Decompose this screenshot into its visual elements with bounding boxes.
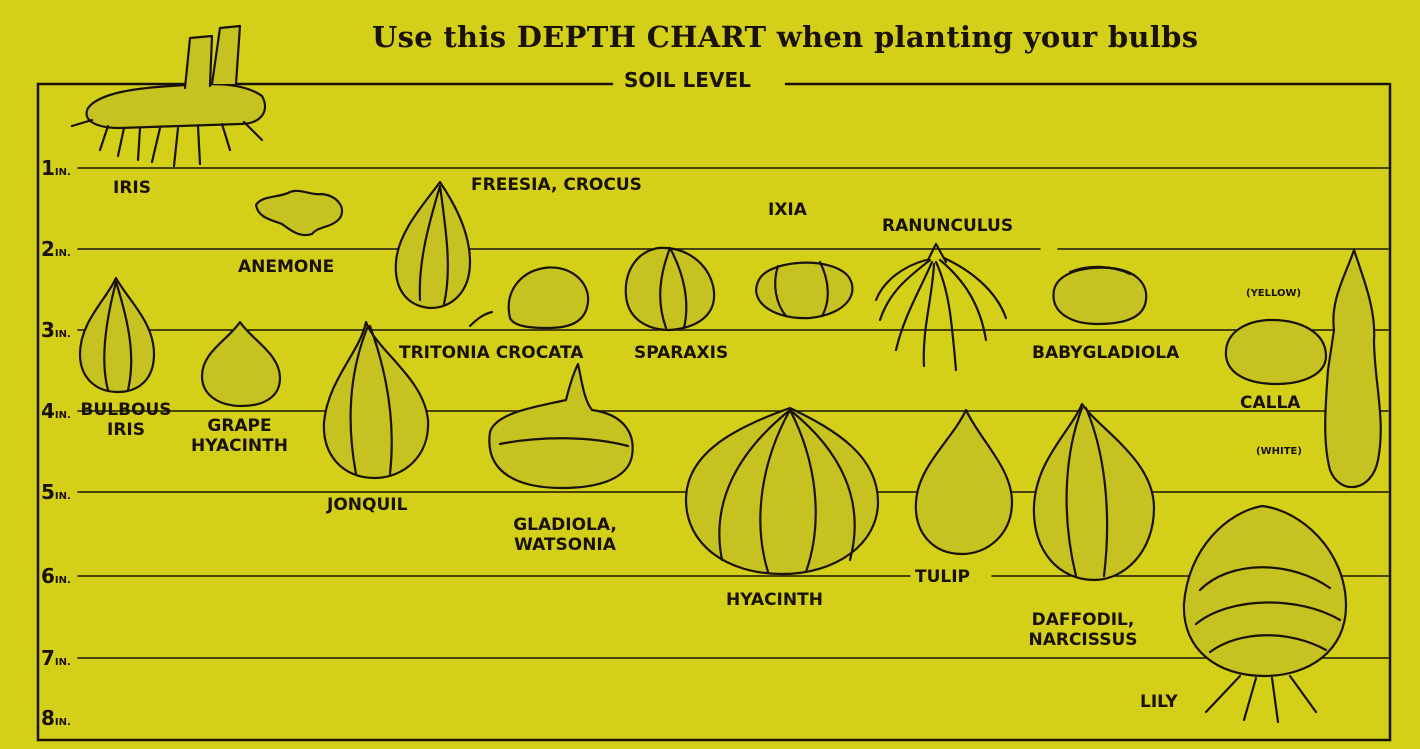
label-sparaxis: SPARAXIS — [634, 343, 728, 363]
label-ranunculus: RANUNCULUS — [882, 216, 1013, 236]
daffodil-bulb-icon — [1034, 404, 1154, 580]
baby-gladiola-corm-icon — [1053, 267, 1146, 324]
label-baby-gladiola: BABYGLADIOLA — [1032, 343, 1179, 363]
lily-bulb-icon — [1184, 506, 1346, 722]
label-hyacinth: HYACINTH — [726, 590, 823, 610]
label-tulip: TULIP — [915, 567, 970, 587]
iris-rhizome-icon — [72, 26, 265, 166]
depth-6: 6IN. — [41, 564, 71, 588]
freesia-corm-icon — [396, 182, 470, 308]
label-anemone: ANEMONE — [238, 257, 334, 277]
tritonia-corm-icon — [470, 267, 588, 328]
anemone-tuber-icon — [256, 191, 342, 235]
label-freesia-crocus: FREESIA, CROCUS — [471, 175, 642, 195]
label-tritonia-crocata: TRITONIA CROCATA — [399, 343, 583, 363]
tulip-bulb-icon — [916, 410, 1012, 554]
label-lily: LILY — [1140, 692, 1178, 712]
grape-hyacinth-bulb-icon — [202, 322, 280, 406]
chart-title: Use this DEPTH CHART when planting your … — [372, 20, 1272, 54]
depth-4: 4IN. — [41, 399, 71, 423]
soil-level-label: SOIL LEVEL — [624, 68, 751, 92]
depth-7: 7IN. — [41, 646, 71, 670]
label-jonquil: JONQUIL — [327, 495, 407, 515]
ranunculus-claw-icon — [876, 244, 1006, 370]
label-calla-yellow: (YELLOW) — [1246, 288, 1301, 300]
gladiola-corm-icon — [489, 364, 632, 488]
label-daffodil-narcissus: DAFFODIL,NARCISSUS — [1018, 610, 1148, 650]
depth-8: 8IN. — [41, 706, 71, 730]
label-calla: CALLA — [1240, 393, 1300, 413]
sparaxis-corm-icon — [626, 248, 714, 330]
depth-5: 5IN. — [41, 480, 71, 504]
ixia-corm-icon — [756, 262, 852, 318]
depth-3: 3IN. — [41, 318, 71, 342]
label-iris: IRIS — [113, 178, 151, 198]
label-gladiola-watsonia: GLADIOLA,WATSONIA — [500, 515, 630, 555]
hyacinth-bulb-icon — [686, 408, 878, 574]
label-ixia: IXIA — [768, 200, 807, 220]
calla-rhizome-icon — [1226, 250, 1381, 487]
depth-2: 2IN. — [41, 237, 71, 261]
bulbous-iris-bulb-icon — [80, 278, 154, 392]
label-calla-white: (WHITE) — [1256, 446, 1302, 458]
depth-1: 1IN. — [41, 156, 71, 180]
